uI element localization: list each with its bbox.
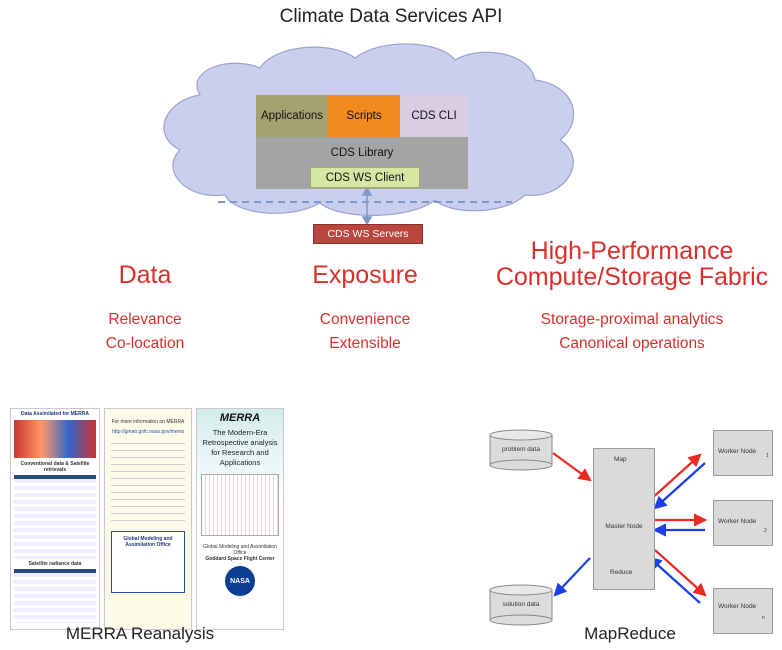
- worker-node-2-label: Worker Node: [718, 518, 757, 525]
- merra-panel3-title: MERRA: [219, 412, 261, 424]
- merra-panel1-table2-title: Satellite radiance data: [28, 561, 82, 567]
- worker-node-2-sub: 2: [764, 528, 767, 534]
- merra-panel2-box-title: Global Modeling and Assimilation Office: [123, 536, 173, 548]
- merra-panel3-chart: [201, 474, 279, 536]
- reduce-label: Reduce: [610, 569, 633, 576]
- nasa-logo-icon: NASA: [225, 566, 255, 596]
- map-label: Map: [614, 456, 627, 463]
- merra-panel3-subtitle: The Modern-Era Retrospective analysis fo…: [202, 428, 278, 467]
- data-line-2: Co-location: [105, 335, 185, 352]
- merra-panel-cover: MERRA The Modern-Era Retrospective analy…: [196, 408, 284, 630]
- solution-data-cylinder: [489, 584, 553, 626]
- worker-node-n: Worker Node n: [713, 588, 773, 634]
- cds-ws-client-box: CDS WS Client: [310, 167, 420, 188]
- data-heading: Data: [118, 261, 172, 289]
- master-node-label: Master Node: [605, 523, 643, 530]
- mapreduce-caption: MapReduce: [584, 624, 676, 643]
- applications-box: Applications: [256, 95, 328, 137]
- exposure-line-1: Convenience: [319, 311, 411, 328]
- worker-node-n-sub: n: [762, 615, 765, 621]
- worker-node-1: Worker Node 1: [713, 430, 773, 476]
- merra-panel-data-assimilated: Data Assimilated for MERRA Conventional …: [10, 408, 100, 630]
- merra-panel3-footer: Global Modeling and Assimilation Office: [203, 544, 277, 556]
- worker-node-1-label: Worker Node: [718, 448, 757, 455]
- merra-panel1-title: Data Assimilated for MERRA: [21, 411, 89, 417]
- merra-panel1-thumbnail: [14, 420, 96, 458]
- merra-panel1-table2: [14, 569, 96, 623]
- ws-connection-arrow: [361, 186, 373, 226]
- merra-panel2-title: For more information on MERRA: [111, 419, 185, 425]
- page-title: Climate Data Services API: [279, 6, 503, 27]
- scripts-box: Scripts: [328, 95, 400, 137]
- hpc-heading-line-1: High-Performance: [530, 237, 734, 265]
- merra-panel2-box: Global Modeling and Assimilation Office: [111, 531, 185, 593]
- solution-data-label: solution data: [502, 601, 540, 608]
- merra-panel2-url: http://gmao.gsfc.nasa.gov/merra: [112, 429, 184, 435]
- exposure-line-2: Extensible: [329, 335, 401, 352]
- merra-panel1-table: [14, 475, 96, 559]
- merra-panel2-body: [111, 443, 185, 523]
- data-line-1: Relevance: [108, 311, 182, 328]
- hpc-line-1: Storage-proximal analytics: [540, 311, 724, 328]
- cds-library-label: CDS Library: [330, 147, 394, 159]
- problem-data-cylinder: [489, 429, 553, 471]
- hpc-line-2: Canonical operations: [559, 335, 705, 352]
- worker-node-n-label: Worker Node: [718, 603, 757, 610]
- problem-data-label: problem data: [502, 446, 540, 453]
- nasa-logo-text: NASA: [230, 577, 250, 585]
- merra-panel-info: For more information on MERRA http://gma…: [104, 408, 192, 630]
- exposure-heading: Exposure: [312, 261, 418, 289]
- merra-panel1-table-title: Conventional data & Satellite retrievals: [20, 461, 90, 473]
- merra-panel3-center: Goddard Space Flight Center: [205, 556, 275, 562]
- cds-cli-box: CDS CLI: [400, 95, 468, 137]
- worker-node-2: Worker Node 2: [713, 500, 773, 546]
- cds-ws-servers-box: CDS WS Servers: [313, 224, 423, 244]
- hpc-heading-line-2: Compute/Storage Fabric: [495, 263, 769, 291]
- worker-node-1-sub: 1: [766, 453, 769, 459]
- merra-caption: MERRA Reanalysis: [65, 624, 215, 643]
- master-node: Map Master Node Reduce: [593, 448, 655, 590]
